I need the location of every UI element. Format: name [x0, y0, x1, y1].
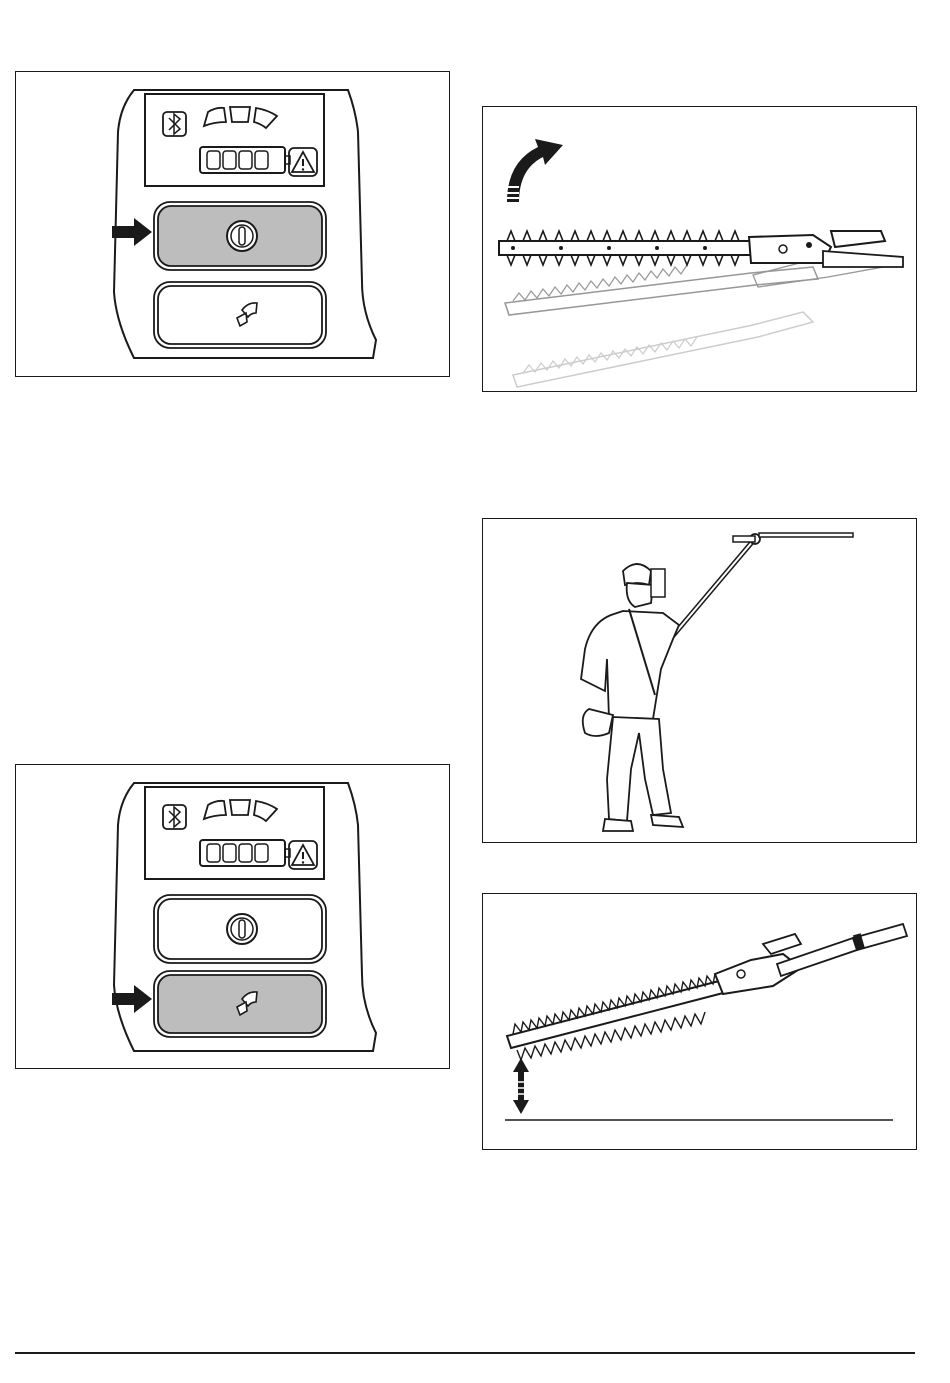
- warning-icon: [289, 841, 317, 869]
- figure-control-panel-boost: [15, 764, 450, 1069]
- power-icon: [227, 914, 257, 944]
- power-button[interactable]: [154, 202, 326, 270]
- figure-operator: [482, 518, 917, 843]
- warning-icon: [289, 148, 317, 176]
- boost-button[interactable]: [154, 971, 326, 1037]
- battery-icon: [200, 147, 290, 173]
- figure-control-panel-power: [15, 71, 450, 377]
- hedge-trimmer-blade: [499, 231, 751, 265]
- speed-indicator-icon: [204, 107, 277, 128]
- power-icon: [227, 221, 257, 251]
- gear-head: [749, 231, 903, 267]
- footer-rule: [15, 1352, 915, 1354]
- gear-head: [715, 934, 857, 994]
- bluetooth-icon: [163, 112, 186, 136]
- boost-button[interactable]: [154, 282, 326, 348]
- pole-shaft: [853, 924, 907, 951]
- bluetooth-icon: [163, 805, 186, 829]
- curved-arrow-icon: [505, 139, 563, 202]
- speed-indicator-icon: [204, 800, 277, 821]
- boost-icon: [237, 303, 257, 326]
- hedge-trimmer-ghost-2: [513, 312, 813, 387]
- arrow-icon: [112, 218, 152, 246]
- figure-cut-height: [482, 893, 917, 1150]
- height-arrow-icon: [513, 1058, 529, 1114]
- operator-figure: [581, 564, 683, 831]
- hedge-trimmer-blade: [507, 974, 727, 1060]
- figure-blade-angle: [482, 106, 917, 392]
- power-button[interactable]: [154, 895, 326, 963]
- battery-icon: [200, 840, 290, 866]
